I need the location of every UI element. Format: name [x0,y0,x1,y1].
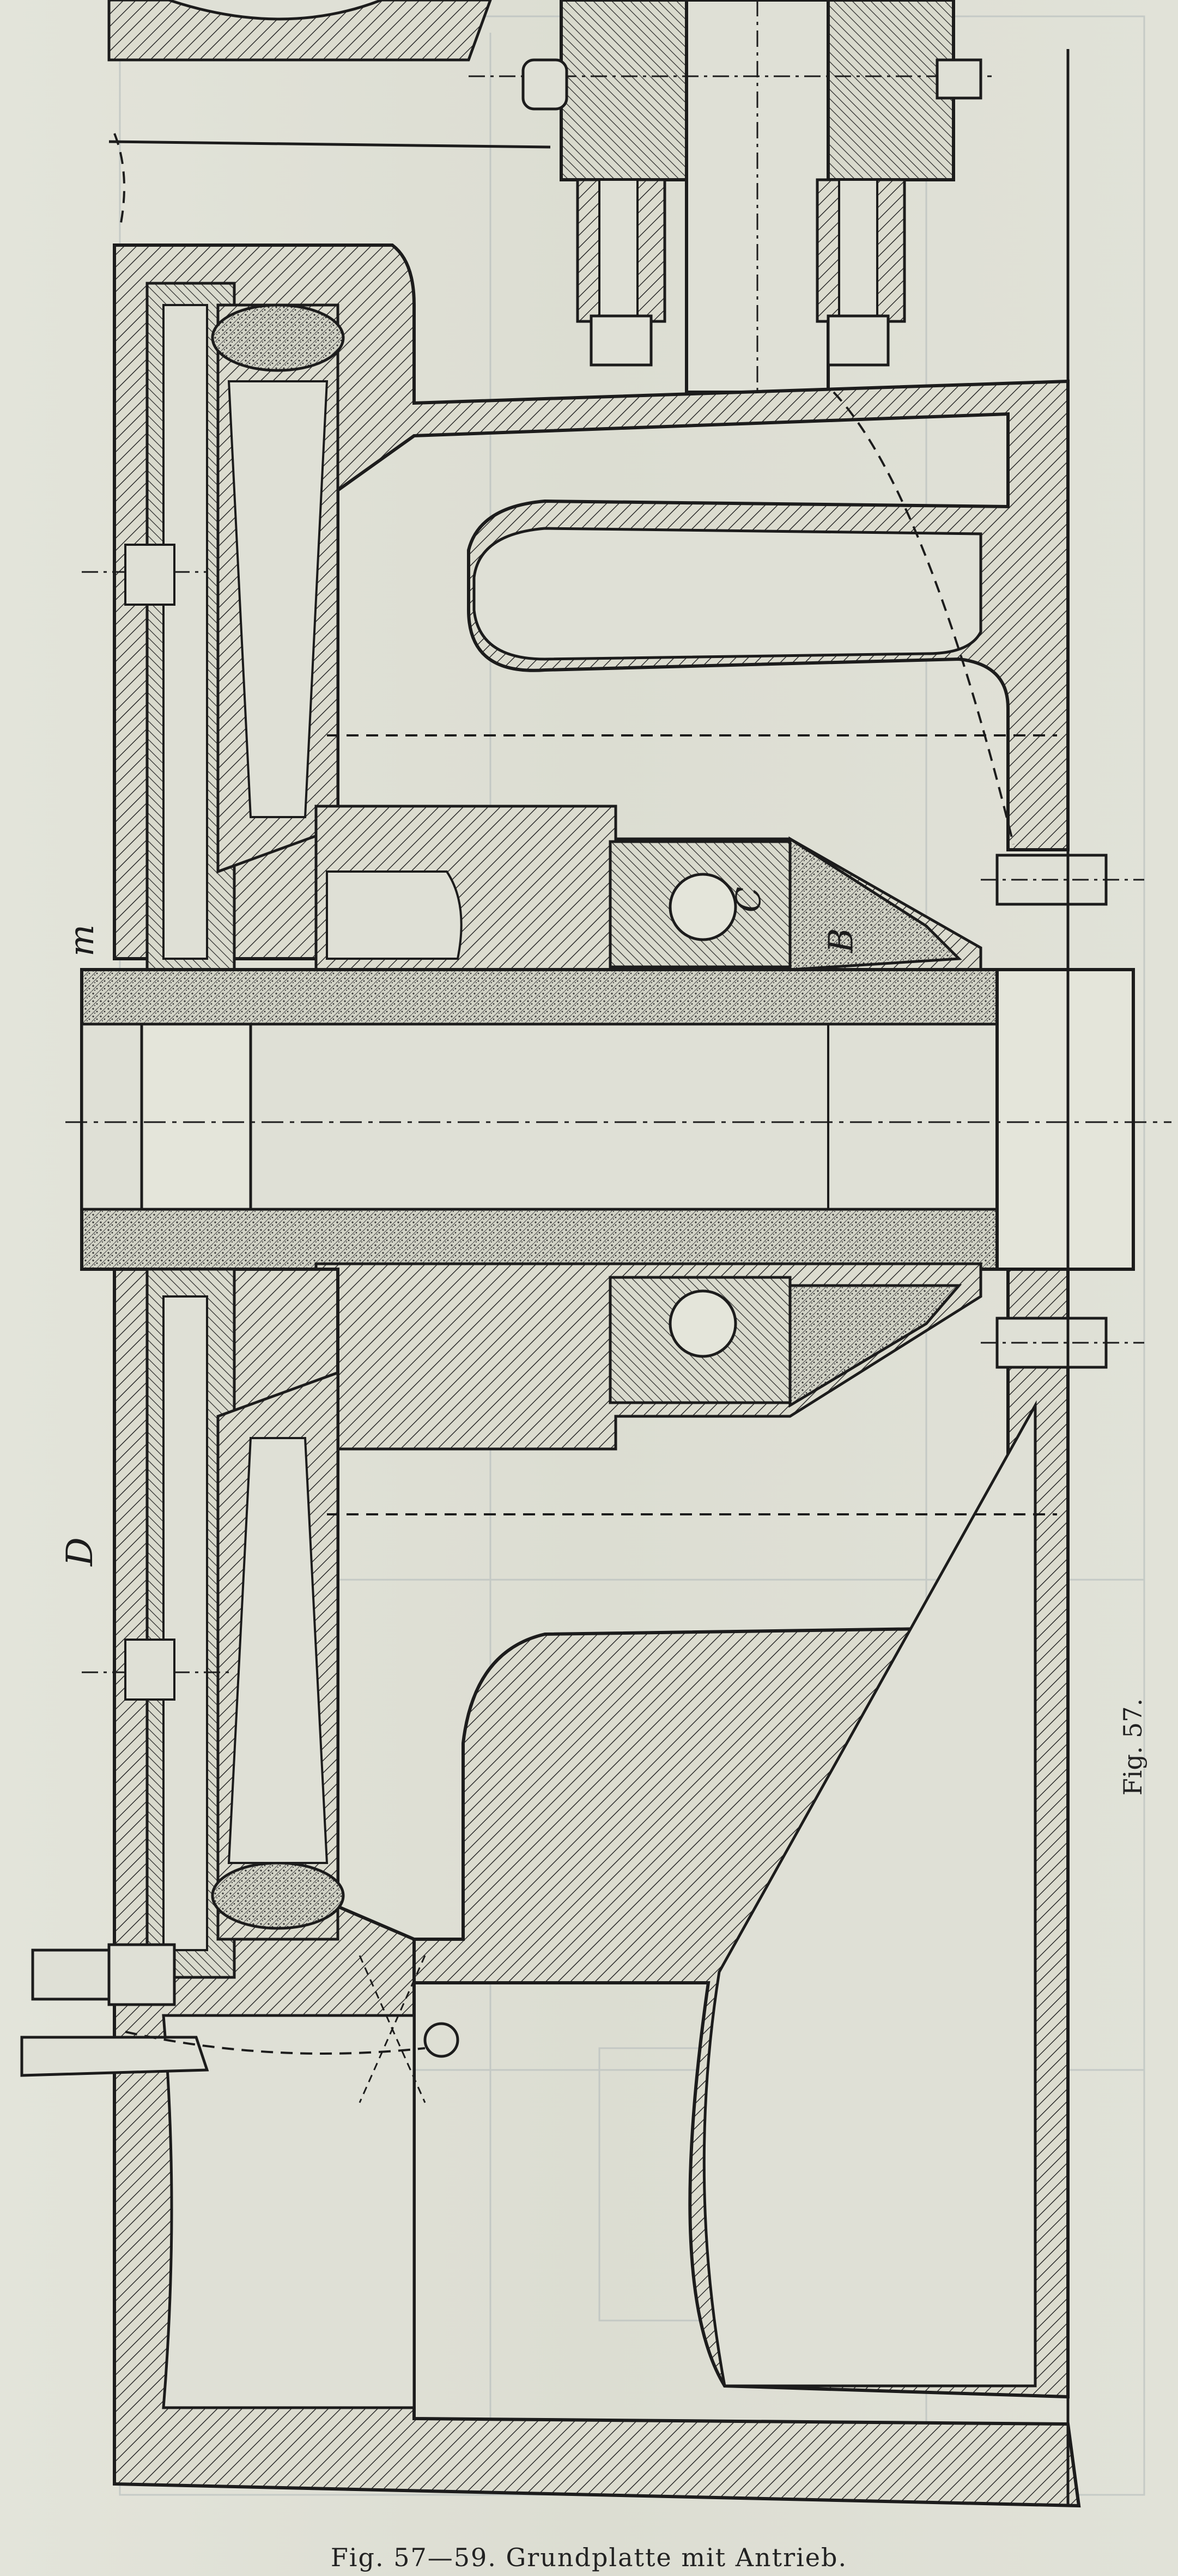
main-shaft-hub [65,968,1171,1271]
label-m: m [61,924,101,957]
top-bearing-assembly [469,0,992,394]
housing-bolts [981,854,1144,1369]
label-c: C [728,886,769,913]
figure-caption: Fig. 57—59. Grundplatte mit Antrieb. [330,2543,848,2572]
label-b: B [821,928,861,953]
top-housing-fragment [107,0,551,149]
drive-lever [20,1943,459,2103]
bearing-lower [314,1262,982,1451]
label-d: D [58,1537,101,1566]
bearing-upper [314,805,982,982]
main-housing-upper [113,243,1070,960]
main-housing-lower [113,1268,1081,2508]
hidden-lines [113,133,1057,2055]
pulley-lower [82,1268,345,1979]
pulley-upper [82,282,345,993]
figure-side-label: Fig. 57. [1118,1698,1148,1796]
